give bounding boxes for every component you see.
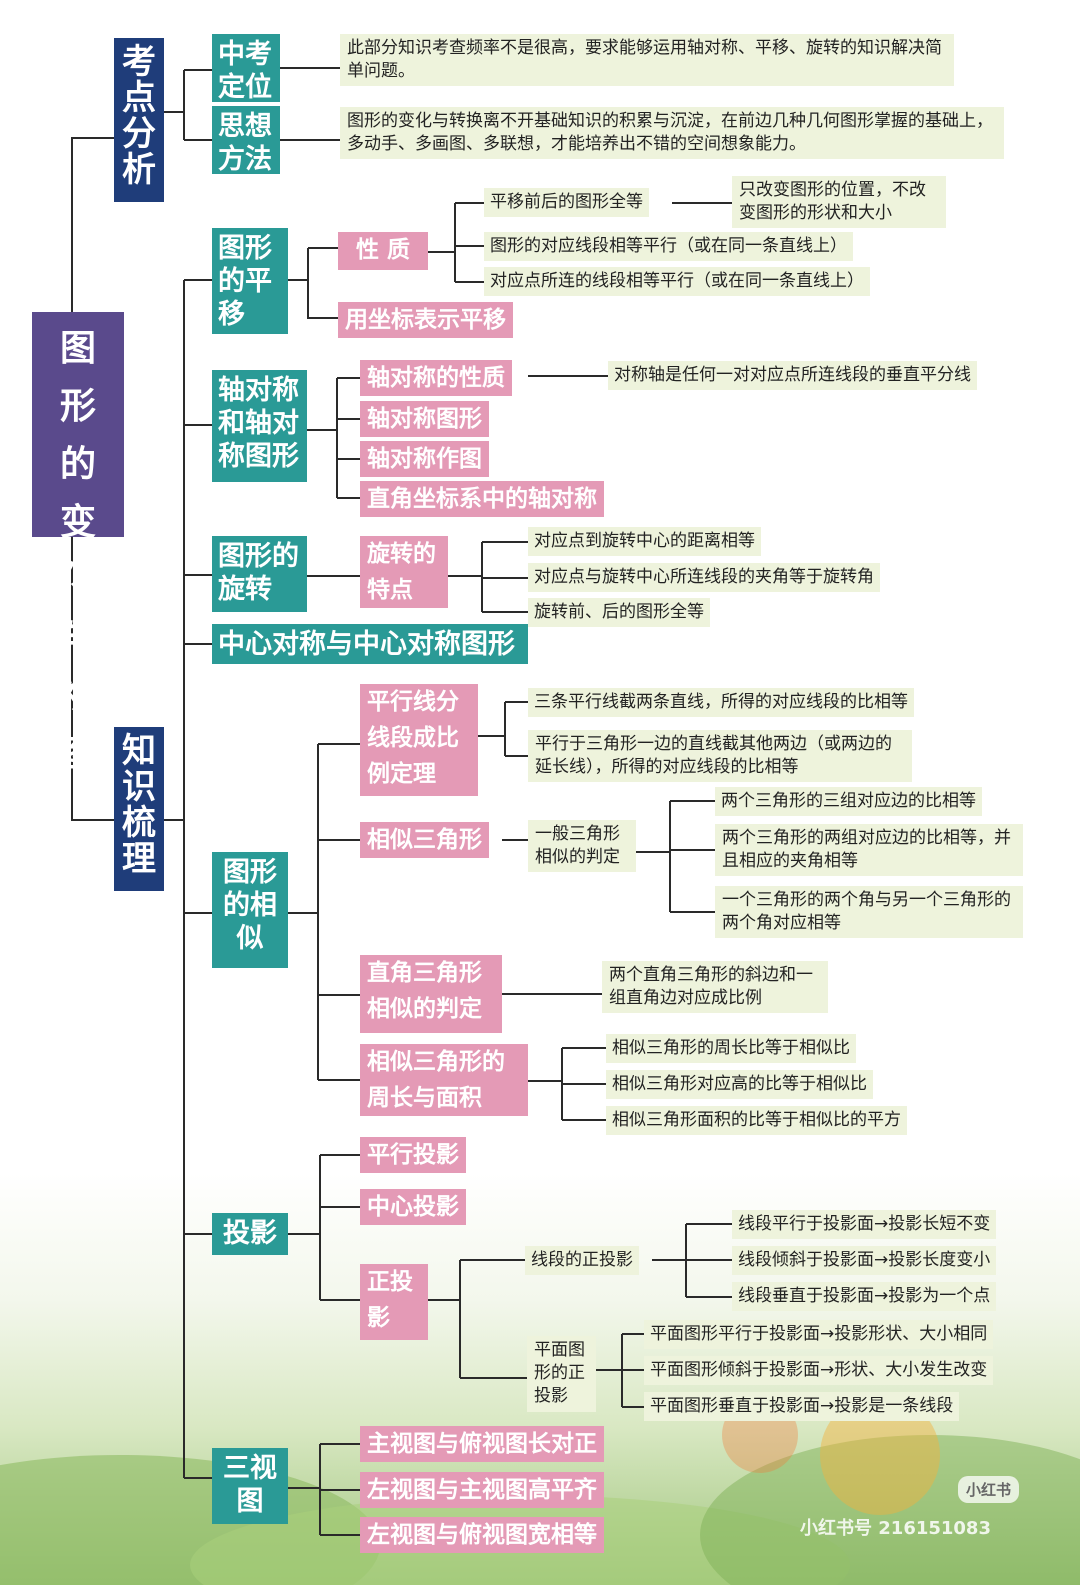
similar-perimeter-1: 相似三角形的周长比等于相似比 xyxy=(606,1034,856,1063)
projection-label: 投影 xyxy=(212,1213,288,1255)
central-symmetry: 中心对称与中心对称图形 xyxy=(212,624,528,664)
projection-parallel: 平行投影 xyxy=(360,1137,466,1173)
root-title: 图形的变化与视图 xyxy=(32,312,124,775)
projection-seg-1: 线段平行于投影面→投影长短不变 xyxy=(732,1210,997,1239)
similar-parallel: 平行线分线段成比例定理 xyxy=(360,684,478,796)
projection-central: 中心投影 xyxy=(360,1189,466,1225)
translation-p2: 图形的对应线段相等平行（或在同一条直线上） xyxy=(484,232,853,261)
watermark-logo: 小红书 xyxy=(958,1476,1020,1503)
similar-triangle-judge: 一般三角形相似的判定 xyxy=(528,820,636,872)
similar-triangle: 相似三角形 xyxy=(360,822,489,858)
three-view-1: 主视图与俯视图长对正 xyxy=(360,1426,604,1462)
similar-right-note: 两个直角三角形的斜边和一组直角边对应成比例 xyxy=(602,961,828,1013)
method-note: 图形的变化与转换离不开基础知识的积累与沉淀，在前边几种几何图形掌握的基础上，多动… xyxy=(340,107,1004,159)
projection-plane-3: 平面图形垂直于投影面→投影是一条线段 xyxy=(644,1392,960,1421)
translation-p1: 平移前后的图形全等 xyxy=(484,188,649,217)
axial-figure: 轴对称图形 xyxy=(360,401,489,437)
rotation-f3: 旋转前、后的图形全等 xyxy=(528,598,710,627)
axial-label: 轴对称和轴对称图形 xyxy=(212,370,307,482)
axial-property: 轴对称的性质 xyxy=(360,360,512,396)
projection-plane-2: 平面图形倾斜于投影面→形状、大小发生改变 xyxy=(644,1356,994,1385)
similar-perimeter-2: 相似三角形对应高的比等于相似比 xyxy=(606,1070,873,1099)
translation-property: 性 质 xyxy=(338,232,428,270)
similar-triangle-3: 一个三角形的两个角与另一个三角形的两个角对应相等 xyxy=(715,886,1023,938)
axial-property-note: 对称轴是任何一对对应点所连线段的垂直平分线 xyxy=(608,361,977,390)
translation-p1-note: 只改变图形的位置，不改变图形的形状和大小 xyxy=(732,176,946,228)
exam-analysis-title: 考点分析 xyxy=(114,38,164,202)
similar-right: 直角三角形相似的判定 xyxy=(360,955,502,1033)
similar-perimeter: 相似三角形的周长与面积 xyxy=(360,1044,528,1116)
exam-position-label: 中考定位 xyxy=(212,34,280,103)
rotation-label: 图形的旋转 xyxy=(212,536,307,612)
rotation-f2: 对应点与旋转中心所连线段的夹角等于旋转角 xyxy=(528,563,880,592)
projection-plane: 平面图形的正投影 xyxy=(527,1336,596,1412)
translation-label: 图形的平移 xyxy=(212,228,288,334)
similar-parallel-2: 平行于三角形一边的直线截其他两边（或两边的延长线），所得的对应线段的比相等 xyxy=(528,730,912,782)
three-view-2: 左视图与主视图高平齐 xyxy=(360,1472,604,1508)
translation-p3: 对应点所连的线段相等平行（或在同一条直线上） xyxy=(484,267,870,296)
method-label: 思想方法 xyxy=(212,106,280,175)
three-view-3: 左视图与俯视图宽相等 xyxy=(360,1517,604,1553)
similar-perimeter-3: 相似三角形面积的比等于相似比的平方 xyxy=(606,1106,907,1135)
projection-segment: 线段的正投影 xyxy=(525,1246,639,1275)
projection-ortho: 正投影 xyxy=(360,1264,428,1340)
rotation-f1: 对应点到旋转中心的距离相等 xyxy=(528,527,761,556)
similar-triangle-2: 两个三角形的两组对应边的比相等，并且相应的夹角相等 xyxy=(715,824,1023,876)
projection-seg-3: 线段垂直于投影面→投影为一个点 xyxy=(732,1282,997,1311)
similar-label: 图形的相似 xyxy=(212,852,288,968)
three-view-label: 三视图 xyxy=(212,1448,288,1524)
exam-position-note: 此部分知识考查频率不是很高，要求能够运用轴对称、平移、旋转的知识解决简单问题。 xyxy=(340,34,954,86)
watermark-id: 小红书号 216151083 xyxy=(800,1518,991,1539)
similar-parallel-1: 三条平行线截两条直线，所得的对应线段的比相等 xyxy=(528,688,914,717)
axial-coord: 直角坐标系中的轴对称 xyxy=(360,481,604,517)
axial-drawing: 轴对称作图 xyxy=(360,441,489,477)
translation-coord: 用坐标表示平移 xyxy=(338,302,513,338)
projection-plane-1: 平面图形平行于投影面→投影形状、大小相同 xyxy=(644,1320,994,1349)
projection-seg-2: 线段倾斜于投影面→投影长度变小 xyxy=(732,1246,997,1275)
rotation-feature: 旋转的特点 xyxy=(360,536,448,608)
similar-triangle-1: 两个三角形的三组对应边的比相等 xyxy=(715,787,982,816)
knowledge-title: 知识梳理 xyxy=(114,727,164,891)
